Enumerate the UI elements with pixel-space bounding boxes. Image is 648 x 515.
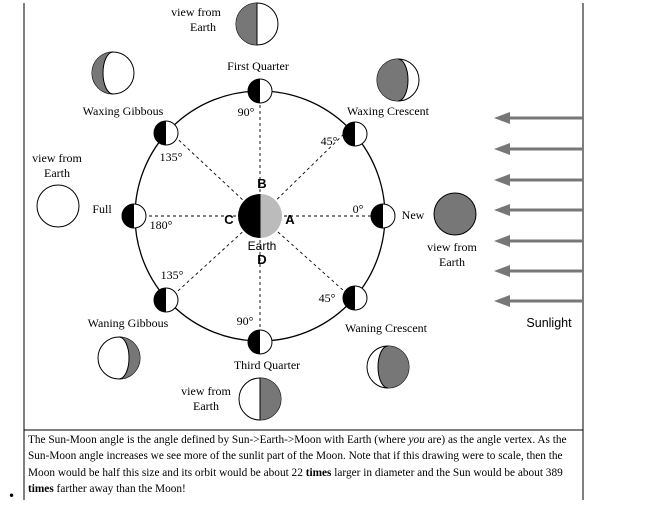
sunlight-arrows: [494, 112, 583, 307]
appearance-new: [433, 192, 477, 236]
point-label-a: A: [285, 212, 295, 227]
appearance-full: [36, 184, 80, 228]
sunlight-arrow-2: [494, 143, 583, 155]
view-label-first-quarter-1: view from: [171, 5, 221, 19]
appearance-waning-gibbous: [97, 336, 141, 380]
angle-label-waxing-crescent: 45°: [321, 134, 338, 148]
phase-label-waning-gibbous: Waning Gibbous: [88, 316, 169, 330]
appearance-waning-crescent: [366, 345, 410, 389]
view-label-first-quarter-2: Earth: [190, 20, 216, 34]
angle-label-third-quarter: 90°: [237, 314, 254, 328]
phase-label-third-quarter: Third Quarter: [234, 358, 300, 372]
caption-part4: farther away than the Moon!: [53, 483, 186, 496]
orbit-moon-full: [121, 203, 147, 229]
sunlight-arrow-3: [494, 174, 583, 186]
angle-label-waning-crescent: 45°: [319, 291, 336, 305]
view-label-third-quarter-2: Earth: [193, 399, 219, 413]
phase-label-waning-crescent: Waning Crescent: [345, 321, 428, 335]
view-label-full-2: Earth: [44, 166, 70, 180]
phase-label-waxing-crescent: Waxing Crescent: [347, 104, 430, 118]
appearance-waxing-gibbous: [91, 51, 135, 95]
phase-label-full: Full: [92, 202, 112, 216]
orbit-moon-third-quarter: [247, 329, 273, 355]
sunlight-arrow-6: [494, 265, 583, 277]
orbit-moon-waning-crescent: [342, 285, 368, 311]
appearance-waxing-crescent: [376, 58, 420, 102]
caption-part2: are) as the angle vertex. As the Sun-Moo…: [28, 434, 567, 479]
earth-label: Earth: [248, 239, 277, 253]
caption-part1: The Sun-Moon angle is the angle defined …: [28, 434, 409, 446]
orbit-moon-first-quarter: [247, 78, 273, 104]
phase-label-new: New: [402, 208, 425, 222]
angle-label-waning-gibbous: 135°: [161, 268, 184, 282]
caption-you: you: [408, 434, 425, 446]
view-label-new-2: Earth: [439, 255, 465, 269]
view-label-full-1: view from: [32, 151, 82, 165]
appearance-third-quarter: [238, 377, 282, 421]
caption-times-1: times: [305, 466, 332, 479]
caption-times-2: times: [28, 483, 54, 496]
orbit-moon-waxing-crescent: [342, 121, 368, 147]
orbit-moon-waxing-gibbous: [153, 120, 179, 146]
earth: [238, 194, 282, 238]
sunlight-arrow-1: [494, 112, 583, 124]
view-label-new-1: view from: [427, 240, 477, 254]
angle-label-waxing-gibbous: 135°: [160, 150, 183, 164]
view-label-third-quarter-1: view from: [181, 384, 231, 398]
list-bullet: •: [8, 489, 16, 503]
explanation-caption: The Sun-Moon angle is the angle defined …: [28, 432, 582, 498]
point-label-d: D: [257, 252, 266, 267]
angle-label-first-quarter: 90°: [238, 105, 255, 119]
caption-part3: larger in diameter and the Sun would be …: [331, 466, 563, 479]
orbit-moon-waning-gibbous: [153, 287, 179, 313]
orbit-moon-new: [370, 203, 396, 229]
phase-label-first-quarter: First Quarter: [227, 59, 289, 73]
angle-label-full: 180°: [150, 218, 173, 232]
point-label-b: B: [257, 176, 266, 191]
sunlight-arrow-5: [494, 235, 583, 247]
appearance-first-quarter: [235, 2, 279, 46]
sunlight-label: Sunlight: [526, 316, 572, 330]
sunlight-arrow-4: [494, 204, 583, 216]
point-label-c: C: [224, 212, 234, 227]
sunlight-arrow-7: [494, 295, 583, 307]
phase-label-waxing-gibbous: Waxing Gibbous: [83, 104, 164, 118]
angle-label-new: 0°: [353, 202, 364, 216]
